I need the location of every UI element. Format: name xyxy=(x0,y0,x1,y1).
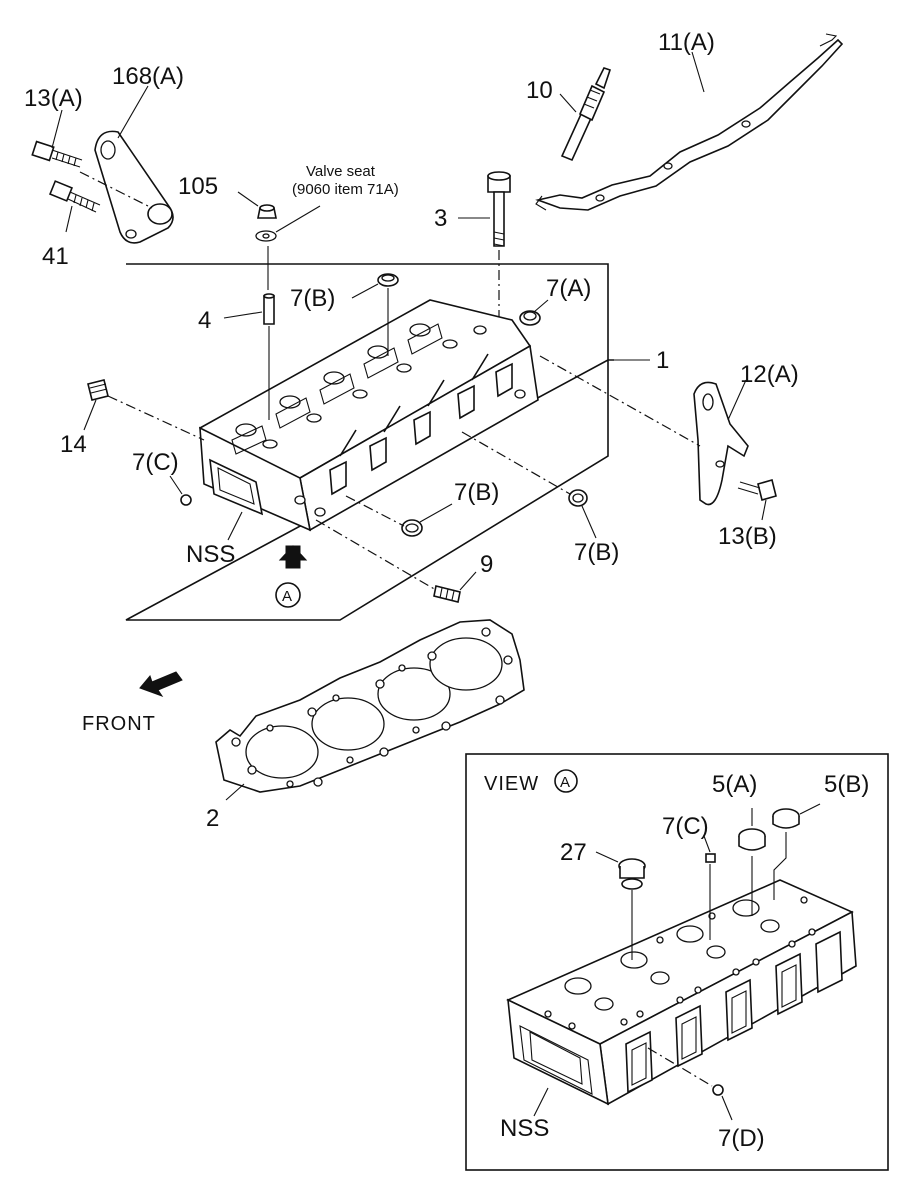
label-13b: 13(B) xyxy=(718,523,777,550)
label-7d: 7(D) xyxy=(718,1125,765,1152)
bracket-168a xyxy=(79,130,174,244)
label-9: 9 xyxy=(480,551,493,578)
centerline-7d xyxy=(647,1047,713,1087)
label-1: 1 xyxy=(656,347,669,374)
leader-nss-view xyxy=(533,1087,549,1117)
plug-7c-view xyxy=(705,853,716,863)
label-7a: 7(A) xyxy=(546,275,591,302)
leader-13a xyxy=(51,109,63,149)
centerline-9 xyxy=(315,519,437,591)
leader-14 xyxy=(83,399,97,431)
label-valve-seat-ref: (9060 item 71A) xyxy=(292,181,399,198)
label-12a: 12(A) xyxy=(740,361,799,388)
bolt-41 xyxy=(48,180,101,213)
label-view-title-marker: A xyxy=(560,774,570,791)
label-5b: 5(B) xyxy=(824,771,869,798)
stud-14 xyxy=(87,379,109,401)
label-7c-main: 7(C) xyxy=(132,449,179,476)
leader-27 xyxy=(595,851,619,863)
label-7b-right: 7(B) xyxy=(574,539,619,566)
leader-12a xyxy=(727,379,747,421)
label-nss-view: NSS xyxy=(500,1115,549,1142)
connector-plate-11a xyxy=(535,33,844,211)
label-view-marker-main: A xyxy=(282,588,292,605)
label-7c-view: 7(C) xyxy=(662,813,709,840)
centerline-14 xyxy=(107,395,205,441)
label-41: 41 xyxy=(42,243,69,270)
leader-5b xyxy=(799,803,821,815)
centerline-5b xyxy=(773,832,787,900)
plug-7d xyxy=(712,1084,724,1096)
leader-7d xyxy=(721,1095,733,1121)
label-valve-seat: Valve seat xyxy=(306,163,376,180)
centerline-7b-mid xyxy=(345,495,405,527)
view-a-inset-frame xyxy=(465,753,889,1171)
bolt-3 xyxy=(487,171,511,247)
leader-11a xyxy=(691,51,705,93)
label-7b-top: 7(B) xyxy=(290,285,335,312)
label-3: 3 xyxy=(434,205,447,232)
label-14: 14 xyxy=(60,431,87,458)
cylinder-head-main xyxy=(199,299,539,532)
plug-7c-main xyxy=(180,494,192,506)
label-view-title: VIEW xyxy=(484,773,539,795)
leader-7b-right xyxy=(581,505,597,539)
label-13a: 13(A) xyxy=(24,85,83,112)
label-front: FRONT xyxy=(82,713,156,735)
leader-7b-mid xyxy=(419,503,453,523)
leader-7c-view xyxy=(703,835,711,853)
leader-7a xyxy=(533,299,549,313)
centerline-7b-right xyxy=(461,431,571,495)
leader-4 xyxy=(223,311,263,319)
leader-nss-main xyxy=(227,511,243,541)
plug-7b-mid xyxy=(401,519,423,537)
leader-10 xyxy=(559,93,577,113)
leader-13b xyxy=(761,499,767,521)
label-27: 27 xyxy=(560,839,587,866)
dowel-4 xyxy=(263,293,275,325)
leader-2 xyxy=(225,783,245,801)
part-105 xyxy=(255,204,277,242)
bolt-13b xyxy=(737,479,777,501)
head-gasket-2 xyxy=(215,619,525,793)
plug-7b-top xyxy=(377,273,399,287)
plug-27 xyxy=(618,858,646,890)
leader-7b-top xyxy=(351,283,379,299)
bracket-12a xyxy=(693,381,749,506)
cylinder-head-view-a xyxy=(506,879,857,1106)
leader-9 xyxy=(459,571,477,591)
leader-41 xyxy=(65,205,73,233)
label-105: 105 xyxy=(178,173,218,200)
label-nss-main: NSS xyxy=(186,541,235,568)
label-2: 2 xyxy=(206,805,219,832)
label-7b-mid: 7(B) xyxy=(454,479,499,506)
front-arrow-icon xyxy=(139,671,183,697)
leader-valve-seat xyxy=(275,205,321,233)
label-168a: 168(A) xyxy=(112,63,184,90)
stud-9 xyxy=(433,585,461,603)
view-marker-main-icon xyxy=(275,582,301,608)
label-5a: 5(A) xyxy=(712,771,757,798)
plug-5a xyxy=(738,828,766,851)
view-title-marker-icon xyxy=(554,769,578,793)
leader-105 xyxy=(237,191,259,207)
leader-7c-main xyxy=(169,475,183,495)
plug-7b-right xyxy=(568,489,588,507)
label-10: 10 xyxy=(526,77,553,104)
glow-plug-10 xyxy=(560,67,612,162)
label-4: 4 xyxy=(198,307,211,334)
label-11a: 11(A) xyxy=(658,29,715,56)
centerline-12a xyxy=(539,355,701,447)
leader-168a xyxy=(117,85,149,139)
plug-5b xyxy=(772,808,800,829)
bolt-13a xyxy=(31,140,83,168)
plug-7a xyxy=(519,310,541,326)
